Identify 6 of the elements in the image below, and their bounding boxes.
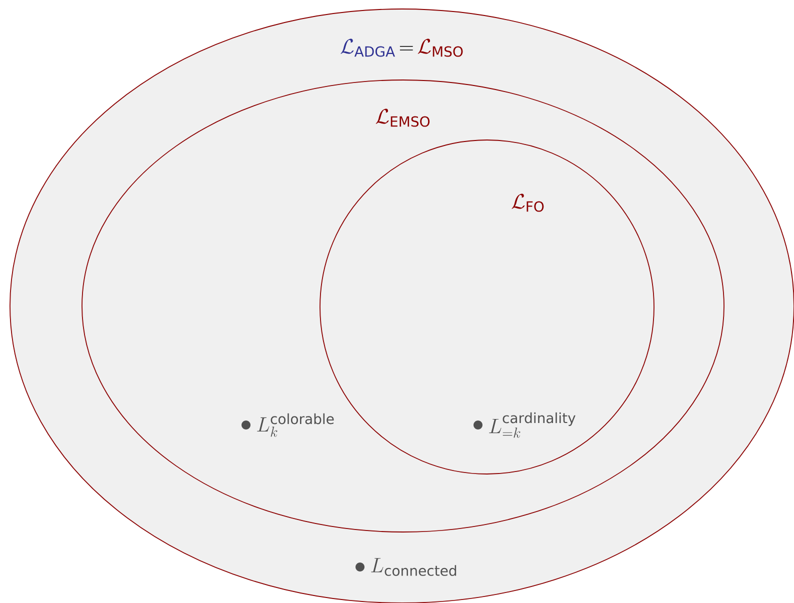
point-label: $L_k^{\mathsf{colorable}}$ (257, 413, 334, 437)
region-label: $\mathcal{L}_{\mathsf{FO}}$ (512, 194, 544, 212)
region-label: $\mathcal{L}_{\mathsf{EMSO}}$ (376, 108, 430, 127)
point-label: $L_{\mathsf{connected}}$ (371, 558, 456, 576)
point-label: $L_{=k}^{\mathsf{cardinality}}$ (489, 412, 576, 438)
region-label: $\mathcal{L}_{\mathsf{ADGA}}$ $=$ $\mathcal{L}_{\mathsf{MSO}}$ (340, 38, 463, 57)
